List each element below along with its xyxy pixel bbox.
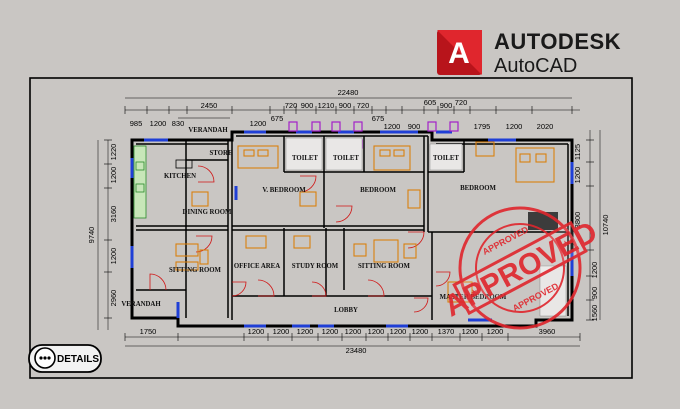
dim-left-3: 1200 [109,248,118,265]
dim-bottom-12: 3960 [539,327,556,336]
door-swings [149,165,451,313]
dim-bottom-5: 1200 [345,327,362,336]
room-label-kitchen: KITCHEN [164,173,196,180]
kitchen-island [175,159,193,169]
dim-top-3: 2450 [201,101,218,110]
room-label-verandah-bottom: VERANDAH [121,301,161,308]
dim-top-5: 675 [271,114,284,123]
dim-bottom-9: 1370 [438,327,455,336]
dim-top-7: 900 [301,101,314,110]
dim-top-10: 720 [357,101,370,110]
dim-bottom-10: 1200 [462,327,479,336]
room-label-bedroom: BEDROOM [360,187,396,194]
dim-top-2: 830 [172,119,185,128]
room-label-office: OFFICE AREA [234,263,280,270]
left-dimension-column: 1220 1200 3160 1200 2960 [109,144,118,307]
room-label-lobby: LOBBY [334,307,358,314]
dim-bottom-11: 1200 [487,327,504,336]
dim-top-18: 1200 [506,122,523,131]
details-label: DETAILS [57,354,99,365]
staircase-hatch [528,212,558,230]
top-dimension-row: 985 1200 830 2450 1200 675 720 900 1210 … [130,98,554,131]
dim-top-14: 605 [424,98,437,107]
dim-right-5: 1560 [590,305,599,322]
dim-top-0: 985 [130,119,143,128]
right-dimension-column: 1125 1200 3800 1200 900 1560 [573,144,599,321]
dim-top-11: 675 [372,114,385,123]
room-label-sitting-2: SITTING ROOM [358,263,411,270]
dimension-ticks [104,106,594,341]
dim-top-17: 1795 [474,122,491,131]
autodesk-logo: A [437,30,482,75]
dim-left-0: 1220 [109,144,118,161]
dim-right-1: 1200 [573,167,582,184]
room-label-toilet-1: TOILET [292,155,318,162]
dim-top-4: 1200 [250,119,267,128]
room-label-toilet-2: TOILET [333,155,359,162]
dim-top-15: 900 [440,101,453,110]
dim-left-2: 3160 [109,206,118,223]
room-label-v-bedroom: V. BEDROOM [262,187,306,194]
overall-bottom-dimension: 23480 [346,346,367,355]
dim-left-4: 2960 [109,290,118,307]
dim-right-3: 1200 [590,262,599,279]
left-total-dimension: 9740 [87,227,96,244]
dim-bottom-3: 1200 [297,327,314,336]
kitchen-counter [133,145,147,219]
room-label-master: MASTER BEDROOM [440,294,507,301]
toilet-floor-tiles [285,137,567,317]
dim-top-13: 900 [408,122,421,131]
room-label-bedroom-2: BEDROOM [460,185,496,192]
room-label-store: STORE [210,150,233,157]
room-label-verandah-top: VERANDAH [188,127,228,134]
dim-top-16: 720 [455,98,468,107]
dim-bottom-7: 1200 [390,327,407,336]
dim-left-1: 1200 [109,167,118,184]
dim-right-0: 1125 [573,144,582,160]
brand-subtitle: AutoCAD [494,55,577,77]
room-label-study: STUDY ROOM [292,263,339,270]
dim-top-9: 900 [339,101,352,110]
dim-right-4: 900 [590,287,599,300]
dim-top-19: 2020 [537,122,554,131]
dim-bottom-0: 1750 [140,327,157,336]
stamp-star-icon: ★ [468,286,480,299]
dim-bottom-4: 1200 [322,327,339,336]
dimension-lines [97,97,601,347]
right-total-dimension: 10740 [601,215,610,236]
sheet-border [29,77,633,379]
dim-bottom-2: 1200 [273,327,290,336]
dim-bottom-1: 1200 [248,327,265,336]
dim-bottom-8: 1200 [412,327,429,336]
dim-bottom-6: 1200 [368,327,385,336]
room-label-dining: DINING ROOM [183,209,232,216]
room-label-toilet-3: TOILET [433,155,459,162]
overall-top-dimension: 22480 [338,88,359,97]
room-label-sitting: SITTING ROOM [169,267,222,274]
brand-title: AUTODESK [494,29,621,54]
windows [130,130,574,328]
furniture [175,141,555,303]
logo-letter: A [448,37,470,70]
details-badge[interactable]: DETAILS [28,344,102,373]
stamp-star-icon: ★ [560,237,572,250]
dim-right-2: 3800 [573,212,582,229]
dim-top-8: 1210 [318,101,335,110]
dim-top-6: 720 [285,101,298,110]
bottom-dimension-row: 1750 1200 1200 1200 1200 1200 1200 1200 … [140,327,556,336]
dim-top-1: 1200 [150,119,167,128]
dim-top-12: 1200 [384,122,401,131]
